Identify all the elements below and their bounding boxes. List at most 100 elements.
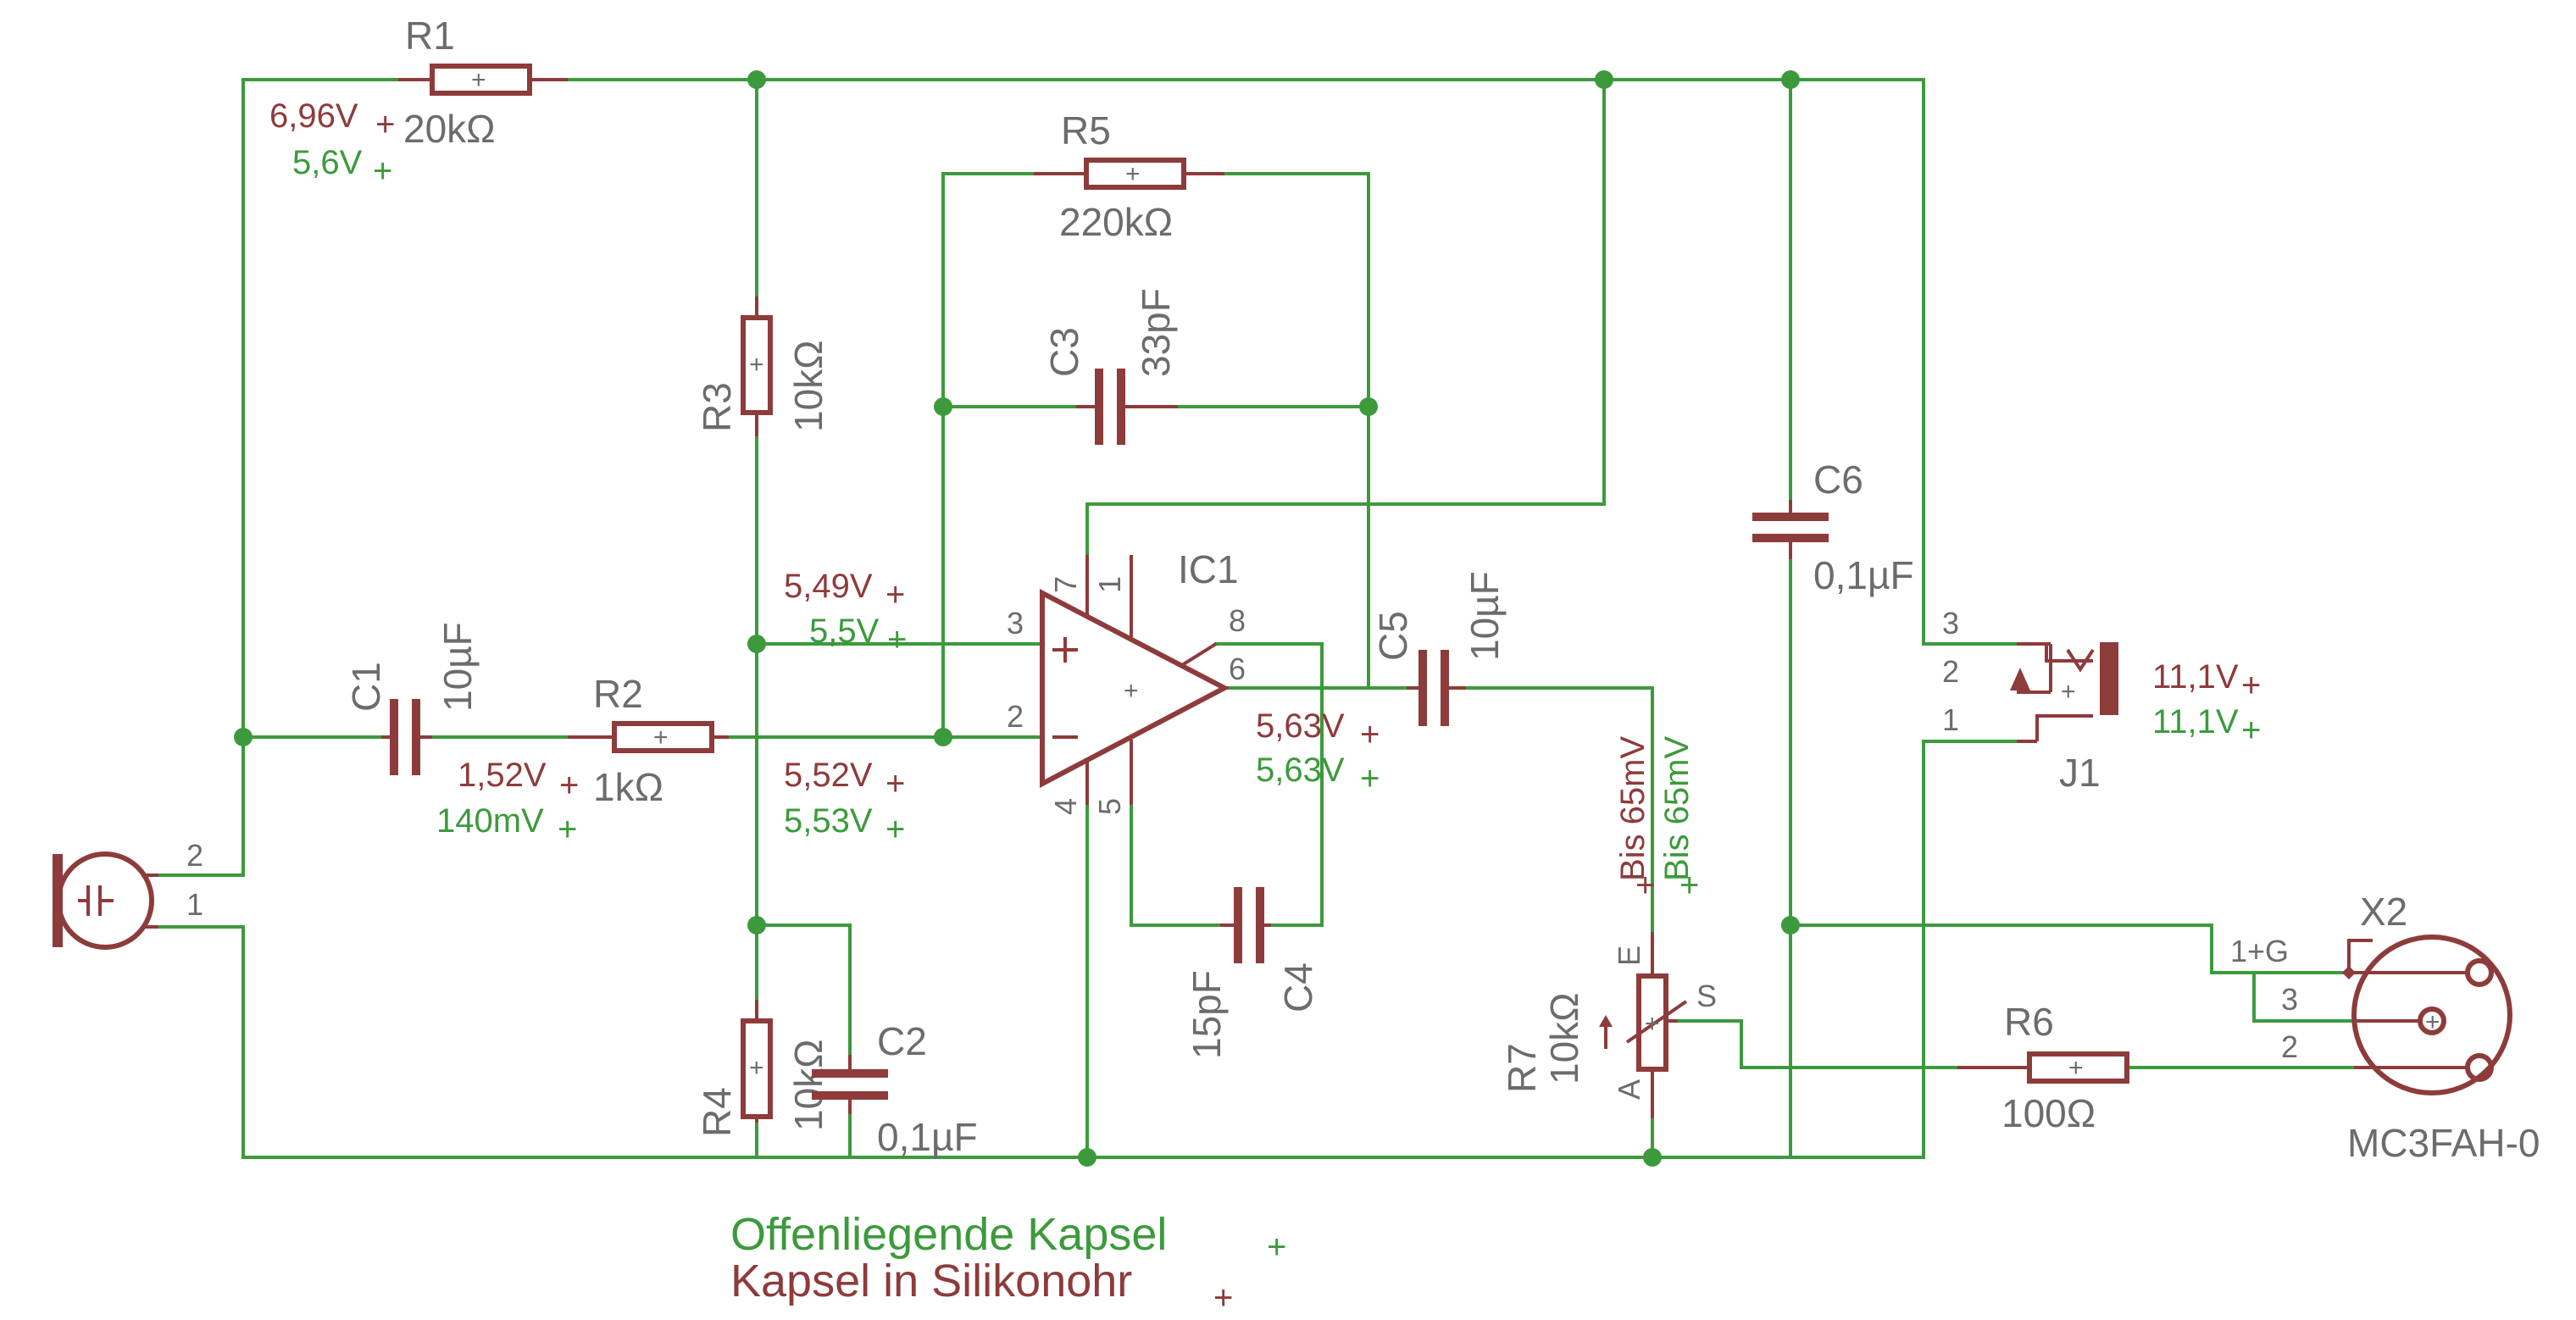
r1-value: 20kΩ xyxy=(403,107,496,151)
potentiometer-r7: + xyxy=(1599,932,1688,1118)
x2-pin-2: 2 xyxy=(2281,1029,2298,1064)
plus-mark: + xyxy=(886,765,905,802)
ic1-pin-5: 5 xyxy=(1092,798,1127,815)
ic1-pin-4: 4 xyxy=(1048,798,1083,815)
r3-value: 10kΩ xyxy=(786,340,830,432)
plus-mark: + xyxy=(1635,867,1655,904)
r7-pin-a: A xyxy=(1612,1079,1646,1100)
ic1-pin-7: 7 xyxy=(1048,576,1083,593)
ic1-pin-6: 6 xyxy=(1229,652,1246,686)
plus-mark: + xyxy=(2241,667,2261,704)
c2-name: C2 xyxy=(877,1019,927,1063)
c5-value: 10µF xyxy=(1463,571,1507,661)
voltage-r1-green: 5,6V xyxy=(292,144,363,181)
resistor-r3: + xyxy=(741,297,773,436)
voltage-pot-green: Bis 65mV xyxy=(1658,736,1696,881)
junctions xyxy=(234,70,1800,1167)
r5-value: 220kΩ xyxy=(1059,200,1173,244)
r7-value: 10kΩ xyxy=(1542,992,1586,1084)
plus-mark: + xyxy=(1267,1228,1286,1266)
plus-mark: + xyxy=(558,811,577,848)
capacitor-c3 xyxy=(1076,369,1178,445)
plus-mark: + xyxy=(887,621,907,658)
capacitor-c4 xyxy=(1220,887,1271,963)
svg-text:+: + xyxy=(2425,1008,2440,1036)
svg-text:+: + xyxy=(1125,160,1141,188)
r1-name: R1 xyxy=(405,14,455,58)
microphone-capsule xyxy=(53,851,158,950)
r2-value: 1kΩ xyxy=(593,765,663,809)
voltage-minus-green: 5,53V xyxy=(784,802,873,840)
voltage-pot-red: Bis 65mV xyxy=(1614,736,1652,881)
j1-name: J1 xyxy=(2059,751,2101,795)
resistor-r6: + xyxy=(1957,1051,2129,1084)
r7-pin-s: S xyxy=(1696,979,1717,1013)
ic1-pin-8: 8 xyxy=(1229,603,1246,638)
plus-mark: + xyxy=(375,106,395,143)
capacitor-c1 xyxy=(381,699,432,775)
legend: Offenliegende Kapsel + Kapsel in Silikon… xyxy=(730,1209,1286,1317)
svg-text:+: + xyxy=(1645,1010,1660,1038)
ic1-pin-2: 2 xyxy=(1007,699,1024,734)
c6-value: 0,1µF xyxy=(1813,553,1914,597)
voltage-out-green: 5,63V xyxy=(1256,752,1345,789)
j1-pin-1: 1 xyxy=(1942,702,1959,737)
resistor-r4: + xyxy=(741,1000,773,1123)
x2-pin-3: 3 xyxy=(2281,982,2298,1017)
plus-mark: + xyxy=(2241,712,2261,749)
r4-value: 10kΩ xyxy=(786,1039,830,1131)
svg-text:+: + xyxy=(471,66,486,94)
x2-pin-1g: 1+G xyxy=(2230,934,2289,968)
mic-pin-2: 2 xyxy=(186,838,203,873)
svg-text:+: + xyxy=(749,1054,764,1082)
r4-name: R4 xyxy=(695,1087,739,1137)
svg-text:+: + xyxy=(2061,678,2076,706)
plus-mark: + xyxy=(559,767,579,804)
r7-pin-e: E xyxy=(1612,946,1646,966)
c3-value: 33pF xyxy=(1134,288,1178,377)
svg-text:+: + xyxy=(2068,1054,2084,1082)
legend-red: Kapsel in Silikonohr xyxy=(730,1256,1132,1306)
c1-value: 10µF xyxy=(436,622,480,712)
ic1-name: IC1 xyxy=(1178,547,1239,591)
xlr-connector-x2: + xyxy=(2342,935,2512,1095)
c1-name: C1 xyxy=(344,662,388,712)
plus-mark: + xyxy=(1213,1279,1233,1317)
plus-mark: + xyxy=(1360,716,1380,753)
plus-mark: + xyxy=(886,811,905,848)
c2-value: 0,1µF xyxy=(877,1115,978,1159)
resistor-r1: + xyxy=(398,64,568,96)
resistor-r5: + xyxy=(1034,158,1224,190)
r6-value: 100Ω xyxy=(2001,1091,2096,1135)
c3-name: C3 xyxy=(1042,327,1086,377)
voltage-minus-red: 5,52V xyxy=(784,757,873,794)
voltage-r1-red: 6,96V xyxy=(269,97,358,135)
resistor-r2: + xyxy=(568,721,729,753)
r6-name: R6 xyxy=(2004,1000,2054,1044)
voltage-plus-green: 5,5V xyxy=(809,613,880,650)
plus-mark: + xyxy=(886,576,905,613)
capacitor-c5 xyxy=(1407,650,1466,726)
c4-name: C4 xyxy=(1276,962,1320,1012)
j1-pin-3: 3 xyxy=(1942,606,1959,641)
ic1-pin-1: 1 xyxy=(1092,576,1127,593)
voltage-c1-green: 140mV xyxy=(436,802,544,840)
mic-pin-1: 1 xyxy=(186,887,203,922)
wires xyxy=(157,78,2356,1159)
r2-name: R2 xyxy=(593,672,643,716)
r7-name: R7 xyxy=(1500,1043,1544,1093)
plus-mark: + xyxy=(1360,760,1380,797)
voltage-j1-green: 11,1V xyxy=(2152,703,2239,740)
j1-pin-2: 2 xyxy=(1942,654,1959,689)
legend-green: Offenliegende Kapsel xyxy=(730,1209,1167,1260)
plus-mark: + xyxy=(1679,867,1699,904)
svg-text:+: + xyxy=(1124,677,1139,705)
plus-mark: + xyxy=(373,153,392,190)
voltage-c1-red: 1,52V xyxy=(458,757,547,794)
voltage-j1-red: 11,1V xyxy=(2152,658,2239,696)
x2-name: X2 xyxy=(2360,890,2407,934)
jack-j1: + xyxy=(2010,642,2118,743)
ic1-pin-3: 3 xyxy=(1007,606,1024,641)
svg-text:+: + xyxy=(653,724,669,752)
